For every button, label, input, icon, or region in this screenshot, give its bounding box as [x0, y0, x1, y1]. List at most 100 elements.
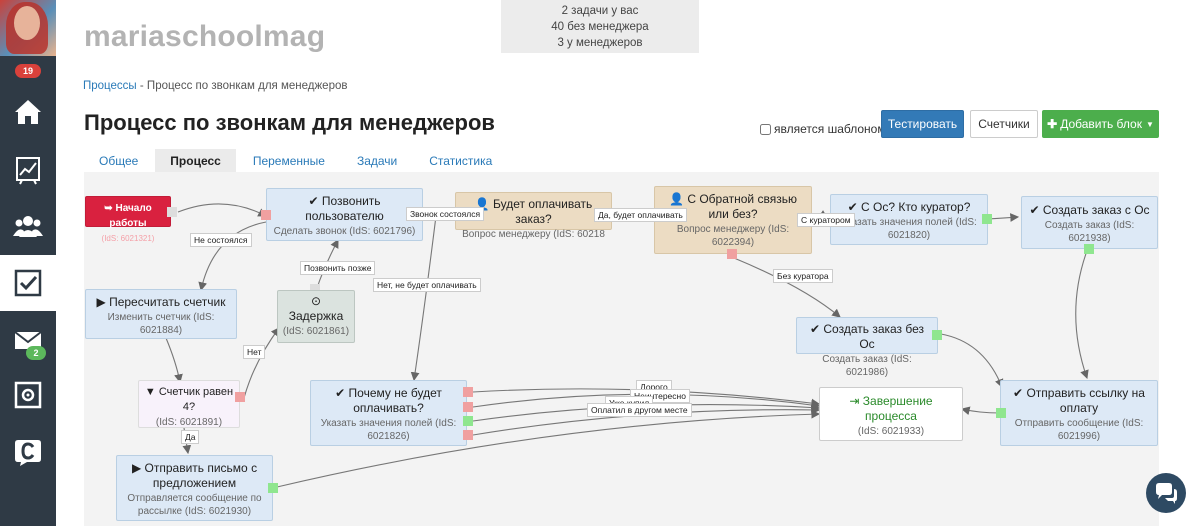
clock-icon: ⊙ [310, 294, 322, 308]
block-call[interactable]: ✔ Позвонить пользователю Сделать звонок … [266, 188, 423, 241]
test-button[interactable]: Тестировать [881, 110, 964, 138]
tasks-no-manager: 40 без менеджера [551, 21, 649, 33]
block-finish-sub: (IdS: 6021933) [857, 426, 925, 437]
settings-box-icon [14, 381, 42, 409]
edge-label-without-curator: Без куратора [773, 269, 833, 283]
tasks-summary[interactable]: 2 задачи у вас 40 без менеджера 3 у мене… [501, 0, 699, 53]
sidebar-item-tasks[interactable] [0, 255, 56, 311]
sign-out-icon: ⇥ [849, 394, 860, 408]
breadcrumb-current: Процесс по звонкам для менеджеров [146, 80, 348, 92]
tasks-managers: 3 у менеджеров [557, 37, 643, 49]
sidebar-item-users[interactable] [0, 198, 56, 254]
sidebar: 19 2 [0, 0, 56, 526]
mail-badge: 2 [26, 346, 46, 360]
template-label: является шаблоном [774, 122, 886, 136]
block-call-sub: Сделать звонок (IdS: 6021796) [273, 226, 416, 237]
block-will-pay-title: 👤 Будет оплачивать заказ? [474, 197, 593, 226]
block-send-link[interactable]: ✔ Отправить ссылку на оплату Отправить с… [1000, 380, 1158, 446]
block-counter-eq[interactable]: ▼ Счетчик равен 4? (IdS: 6021891) [138, 380, 240, 428]
tab-process[interactable]: Процесс [155, 149, 236, 172]
tab-tasks[interactable]: Задачи [356, 153, 398, 168]
block-send-offer-port[interactable] [268, 483, 278, 493]
block-delay[interactable]: ⊙ Задержка (IdS: 6021861) [277, 290, 355, 343]
tab-variables[interactable]: Переменные [252, 153, 325, 168]
tab-bar: Общее Процесс Переменные Задачи Статисти… [84, 149, 509, 172]
block-why-not-port-4[interactable] [463, 430, 473, 440]
block-order-without-sub: Создать заказ (IdS: 6021986) [822, 354, 912, 378]
block-call-port-later[interactable] [310, 284, 320, 294]
block-why-not[interactable]: ✔ Почему не будет оплачивать? Указать зн… [310, 380, 467, 446]
block-call-port-in[interactable] [261, 210, 271, 220]
filter-icon: ▼ [144, 386, 156, 398]
sidebar-item-stats[interactable] [0, 142, 56, 198]
add-block-button[interactable]: ✚ Добавить блок ▼ [1042, 110, 1159, 138]
users-icon [13, 216, 43, 237]
caret-down-icon: ▼ [1145, 119, 1154, 129]
breadcrumb-separator: - [136, 80, 147, 92]
check-icon: ✔ [335, 386, 346, 400]
block-order-without-title: ✔ Создать заказ без Ос [809, 322, 925, 351]
mail-icon [14, 331, 42, 349]
chat-button[interactable] [1146, 473, 1186, 513]
user-avatar[interactable] [0, 0, 56, 56]
process-canvas[interactable]: ➥ Начало работы (IdS: 6021321) ✔ Позвони… [84, 172, 1159, 526]
edge-label-paid-elsewhere: Оплатил в другом месте [587, 403, 692, 417]
block-finish[interactable]: ⇥ Завершение процесса (IdS: 6021933) [819, 387, 963, 441]
user-icon: 👤 [669, 192, 684, 206]
logo-c-icon [15, 440, 41, 466]
block-why-not-port-2[interactable] [463, 402, 473, 412]
block-curator-port[interactable] [982, 214, 992, 224]
block-order-without-port[interactable] [932, 330, 942, 340]
notification-badge[interactable]: 19 [15, 64, 41, 78]
sidebar-item-safe[interactable] [0, 367, 56, 423]
template-checkbox[interactable] [760, 123, 771, 135]
breadcrumb-processes-link[interactable]: Процессы [83, 80, 137, 92]
block-counter-eq-port[interactable] [235, 392, 245, 402]
block-recount[interactable]: ▶ Пересчитать счетчик Изменить счетчик (… [85, 289, 237, 339]
block-feedback-sub: Вопрос менеджеру (IdS: 6022394) [676, 224, 790, 248]
tab-statistics[interactable]: Статистика [429, 153, 493, 168]
block-will-pay-sub: Вопрос менеджеру (IdS: 60218 [462, 229, 605, 240]
sidebar-item-logo[interactable] [0, 424, 56, 480]
check-icon: ✔ [809, 322, 821, 336]
block-why-not-port-1[interactable] [463, 387, 473, 397]
block-order-without[interactable]: ✔ Создать заказ без Ос Создать заказ (Id… [796, 317, 938, 378]
block-start-id: (IdS: 6021321) [101, 234, 155, 243]
block-feedback-title: 👤 С Обратной связью или без? [669, 192, 797, 221]
block-call-title: ✔ Позвонить пользователю [305, 194, 384, 223]
block-send-offer[interactable]: ▶ Отправить письмо с предложением Отправ… [116, 455, 273, 521]
block-finish-title: ⇥ Завершение процесса [849, 394, 933, 423]
chat-icon [1156, 483, 1177, 504]
block-order-with-port[interactable] [1084, 244, 1094, 254]
page-title: Процесс по звонкам для менеджеров [84, 110, 495, 135]
edge-label-yes-will-pay: Да, будет оплачивать [594, 208, 687, 222]
block-order-with[interactable]: ✔ Создать заказ с Ос Создать заказ (IdS:… [1021, 196, 1158, 249]
template-checkbox-row[interactable]: является шаблоном [760, 122, 886, 136]
chart-icon [16, 157, 40, 185]
block-send-link-title: ✔ Отправить ссылку на оплату [1013, 386, 1145, 415]
block-feedback-port[interactable] [727, 249, 737, 259]
plus-icon: ✚ [1047, 117, 1058, 131]
block-start-port[interactable] [167, 207, 177, 217]
block-start[interactable]: ➥ Начало работы (IdS: 6021321) [85, 196, 171, 243]
avatar-face [14, 6, 40, 40]
tasks-mine: 2 задачи у вас [561, 5, 639, 17]
check-icon: ✔ [1013, 386, 1024, 400]
counters-button[interactable]: Счетчики [970, 110, 1038, 138]
edge-label-call-done: Звонок состоялся [406, 207, 485, 221]
block-curator[interactable]: ✔ С Ос? Кто куратор? Указать значения по… [830, 194, 988, 245]
check-icon: ✔ [308, 194, 319, 208]
sidebar-item-mail[interactable]: 2 [0, 312, 56, 368]
edge-label-call-later: Позвонить позже [300, 261, 376, 275]
block-delay-title: Задержка [288, 309, 344, 323]
block-start-title: ➥ Начало работы [104, 203, 152, 229]
block-curator-sub: Указать значения полей (IdS: 6021820) [841, 217, 977, 241]
block-recount-title: ▶ Пересчитать счетчик [96, 295, 226, 309]
edge-label-yes: Да [181, 430, 200, 444]
block-why-not-port-3[interactable] [463, 416, 473, 426]
sidebar-item-home[interactable] [0, 84, 56, 140]
block-send-link-sub: Отправить сообщение (IdS: 6021996) [1014, 418, 1144, 442]
block-why-not-sub: Указать значения полей (IdS: 6021826) [320, 418, 457, 442]
tab-general[interactable]: Общее [99, 153, 139, 168]
block-send-link-port[interactable] [996, 408, 1006, 418]
